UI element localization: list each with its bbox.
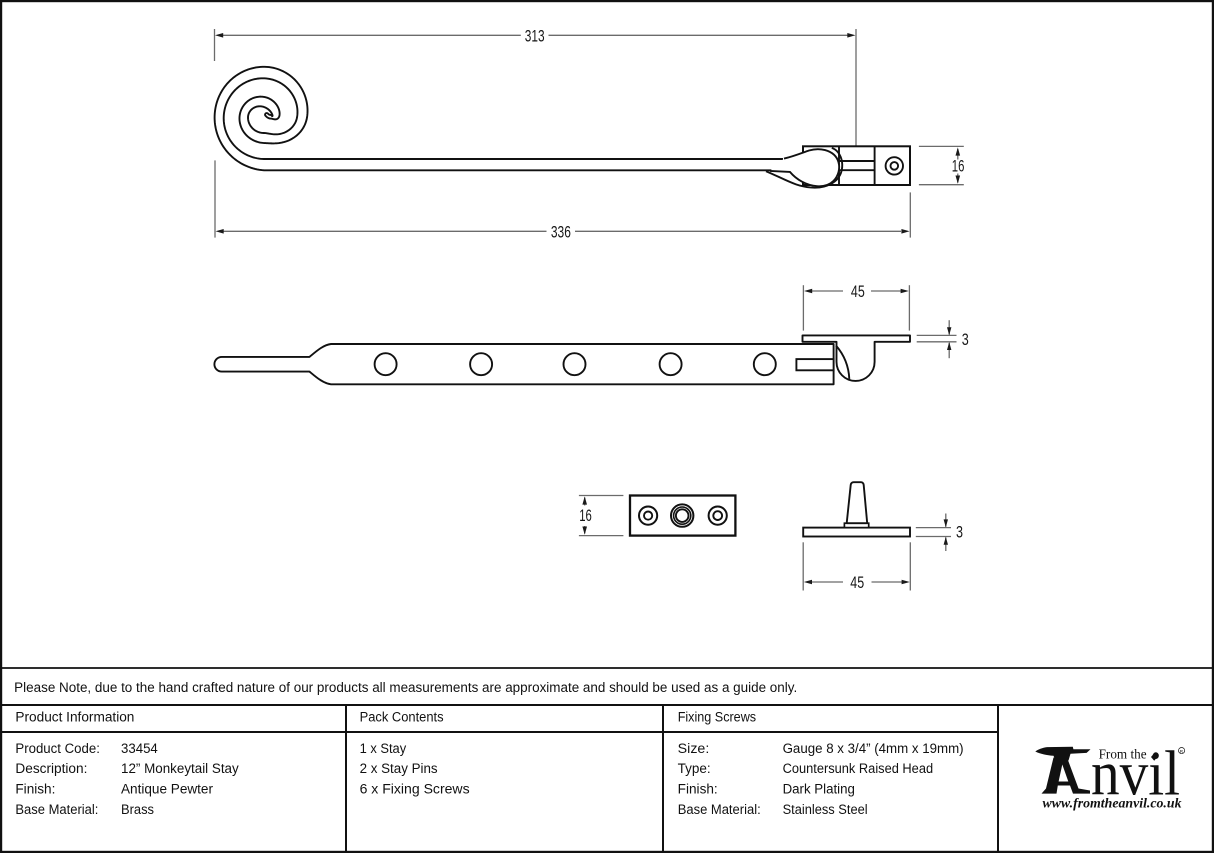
svg-text:3: 3: [962, 330, 969, 349]
svg-text:2 x Stay Pins: 2 x Stay Pins: [360, 761, 438, 776]
svg-text:12” Monkeytail Stay: 12” Monkeytail Stay: [121, 761, 239, 776]
svg-text:16: 16: [579, 506, 592, 525]
svg-text:Product Information: Product Information: [15, 709, 134, 724]
svg-text:Brass: Brass: [121, 802, 154, 817]
svg-text:Base Material:: Base Material:: [15, 802, 98, 817]
svg-text:Product Code:: Product Code:: [15, 741, 100, 756]
svg-text:313: 313: [525, 27, 545, 46]
svg-text:Type:: Type:: [678, 761, 711, 776]
svg-text:Size:: Size:: [678, 741, 710, 756]
svg-text:33454: 33454: [121, 741, 158, 756]
svg-text:R: R: [1180, 749, 1184, 754]
svg-text:www.fromtheanvil.co.uk: www.fromtheanvil.co.uk: [1043, 796, 1182, 811]
svg-text:6 x Fixing Screws: 6 x Fixing Screws: [360, 782, 470, 797]
svg-text:Finish:: Finish:: [678, 782, 718, 797]
svg-text:16: 16: [952, 156, 965, 175]
svg-text:1 x Stay: 1 x Stay: [360, 741, 407, 756]
svg-text:3: 3: [956, 523, 963, 542]
svg-text:Fixing Screws: Fixing Screws: [678, 709, 757, 724]
svg-text:Dark Plating: Dark Plating: [783, 782, 855, 797]
svg-text:Antique Pewter: Antique Pewter: [121, 782, 214, 797]
svg-text:Stainless Steel: Stainless Steel: [783, 802, 868, 817]
svg-text:nvil: nvil: [1091, 737, 1180, 808]
svg-text:Gauge 8 x 3/4” (4mm x 19mm): Gauge 8 x 3/4” (4mm x 19mm): [783, 741, 964, 756]
svg-text:45: 45: [850, 573, 864, 592]
svg-text:Base Material:: Base Material:: [678, 802, 761, 817]
svg-text:Description:: Description:: [15, 761, 87, 776]
svg-text:Please Note, due to the hand c: Please Note, due to the hand crafted nat…: [14, 680, 797, 695]
svg-text:Pack Contents: Pack Contents: [360, 709, 444, 724]
svg-text:From the: From the: [1099, 747, 1147, 762]
svg-text:Countersunk Raised Head: Countersunk Raised Head: [783, 761, 934, 776]
svg-text:336: 336: [551, 223, 571, 242]
svg-text:45: 45: [851, 282, 865, 301]
svg-text:Finish:: Finish:: [15, 782, 55, 797]
